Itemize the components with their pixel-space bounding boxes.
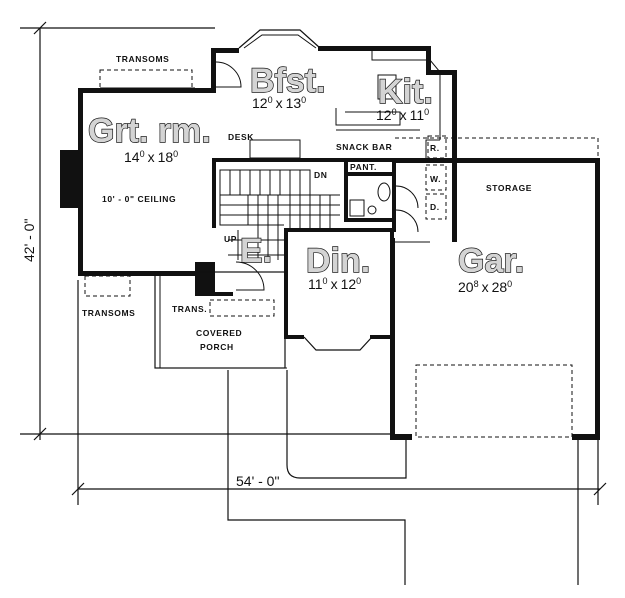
label-transoms-top: TRANSOMS <box>116 54 169 64</box>
dimension-lines <box>20 21 607 505</box>
room-name-kitchen: Kit. <box>378 73 433 111</box>
room-name-entry: E. <box>240 232 272 270</box>
room-name-garage: Gar. <box>458 242 524 280</box>
garage-walls <box>390 137 600 440</box>
label-storage: STORAGE <box>486 183 532 193</box>
label-dryer: D. <box>430 202 440 212</box>
label-refrigerator: R. <box>430 143 440 153</box>
great-room-ceiling-note: 10' - 0" CEILING <box>102 194 176 204</box>
overall-width: 54' - 0" <box>236 473 279 489</box>
label-porch: PORCH <box>200 342 234 352</box>
walkways <box>227 370 579 585</box>
interior-details <box>154 51 447 369</box>
label-snack-bar: SNACK BAR <box>336 142 392 152</box>
label-washer: W. <box>430 174 441 184</box>
windows <box>80 29 373 351</box>
label-covered: COVERED <box>196 328 242 338</box>
label-stairs-up: UP <box>224 234 237 244</box>
room-name-great-room: Grt. rm. <box>88 112 211 150</box>
label-stairs-down: DN <box>314 170 327 180</box>
label-transoms-bottom: TRANSOMS <box>82 308 135 318</box>
overall-depth: 42' - 0" <box>21 219 37 262</box>
tile-floor <box>228 194 340 260</box>
room-name-dining: Din. <box>306 242 370 280</box>
label-pantry: PANT. <box>350 162 377 172</box>
label-transom-entry: TRANS. <box>172 304 207 314</box>
stairs <box>219 169 311 226</box>
room-name-breakfast: Bfst. <box>250 62 326 100</box>
label-desk: DESK <box>228 132 254 142</box>
